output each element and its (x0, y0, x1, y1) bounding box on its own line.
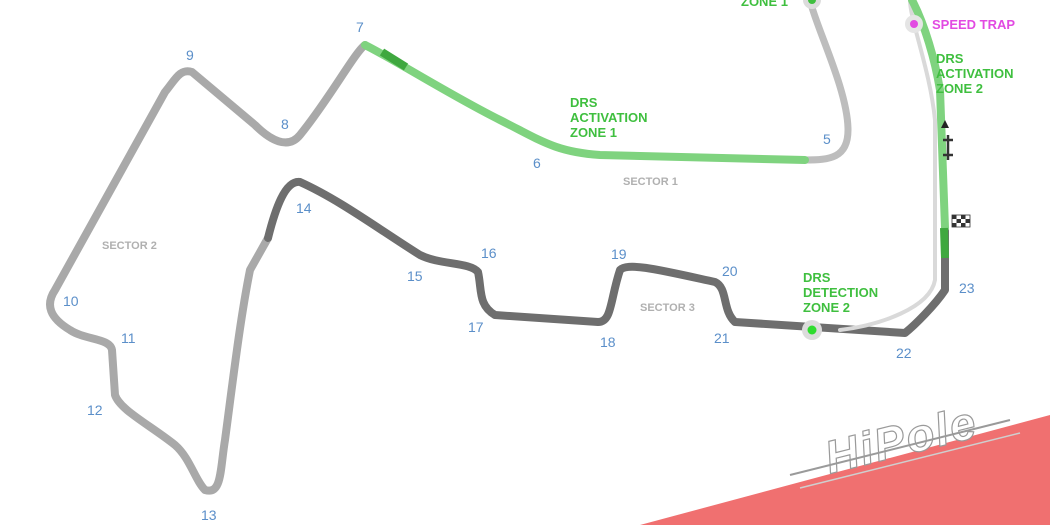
partial-zone-label: ZONE 1 (741, 0, 788, 9)
turn-13: 13 (201, 507, 217, 523)
drs-zone-2-track (908, 0, 949, 232)
turn-7: 7 (356, 19, 364, 35)
drs-detection-icon (802, 320, 822, 340)
svg-text:DETECTION: DETECTION (803, 285, 878, 300)
speed-trap-label: SPEED TRAP (932, 17, 1015, 32)
svg-text:ZONE 2: ZONE 2 (803, 300, 850, 315)
sector-2-label: SECTOR 2 (102, 240, 157, 252)
svg-text:ZONE 2: ZONE 2 (936, 81, 983, 96)
svg-text:ACTIVATION: ACTIVATION (570, 110, 648, 125)
track-sector-2 (46, 41, 369, 495)
turn-11: 11 (121, 330, 136, 346)
drs-detection-2-label: DRS DETECTION ZONE 2 (803, 270, 878, 315)
turn-20: 20 (722, 263, 738, 279)
pit-lane (838, 0, 937, 332)
turn-21: 21 (714, 330, 730, 346)
svg-text:DRS: DRS (570, 95, 598, 110)
direction-arrow-icon (941, 120, 953, 160)
turn-6: 6 (533, 155, 541, 171)
svg-text:DRS: DRS (803, 270, 831, 285)
drs-zone-1-label: DRS ACTIVATION ZONE 1 (570, 95, 648, 140)
drs-zone-2-label: DRS ACTIVATION ZONE 2 (936, 51, 1014, 96)
logo-band (640, 415, 1050, 525)
drs-zone-2-start (940, 227, 949, 259)
track-sector-1-top (801, 0, 852, 164)
drs-zone-1-start (379, 48, 409, 71)
svg-text:DRS: DRS (936, 51, 964, 66)
turn-23: 23 (959, 280, 975, 296)
turn-15: 15 (407, 268, 423, 284)
svg-text:ACTIVATION: ACTIVATION (936, 66, 1014, 81)
checkered-flag-icon (951, 214, 971, 228)
turn-19: 19 (611, 246, 627, 262)
sector-1-label: SECTOR 1 (623, 176, 678, 188)
track-sector-3 (264, 178, 949, 337)
speed-trap-icon (905, 15, 923, 33)
svg-text:ZONE 1: ZONE 1 (570, 125, 617, 140)
turn-22: 22 (896, 345, 912, 361)
turn-16: 16 (481, 245, 497, 261)
turn-14: 14 (296, 200, 312, 216)
turn-17: 17 (468, 319, 484, 335)
drs-detection-1-icon (803, 0, 821, 9)
turn-18: 18 (600, 334, 616, 350)
turn-12: 12 (87, 402, 103, 418)
turn-10: 10 (63, 293, 79, 309)
sector-3-label: SECTOR 3 (640, 302, 695, 314)
turn-5: 5 (823, 131, 831, 147)
turn-numbers: 5 6 7 8 9 10 11 12 13 14 15 16 17 18 19 … (63, 19, 975, 523)
turn-9: 9 (186, 47, 194, 63)
turn-8: 8 (281, 116, 289, 132)
